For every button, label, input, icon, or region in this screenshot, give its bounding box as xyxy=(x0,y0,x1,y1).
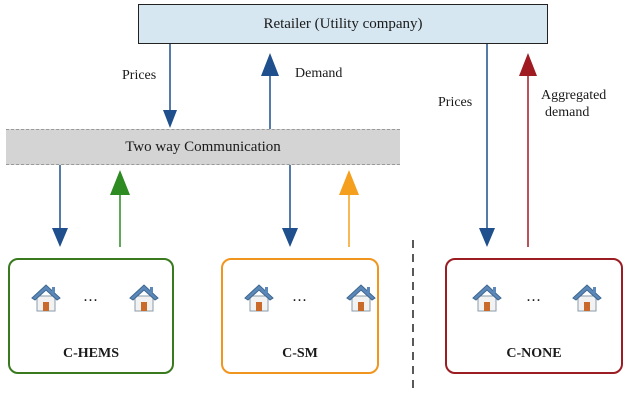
group-c-hems: ... C-HEMS xyxy=(8,258,174,374)
ellipsis: ... xyxy=(83,288,99,305)
aggregated-demand-label-line1: Aggregated xyxy=(541,88,607,103)
retailer-box: Retailer (Utility company) xyxy=(138,4,548,44)
prices-down-arrow-right xyxy=(479,44,495,247)
ellipsis: ... xyxy=(292,288,308,305)
group-name: C-SM xyxy=(282,346,318,361)
house-icon xyxy=(346,284,376,312)
aggregated-demand-up-arrow xyxy=(519,53,537,247)
prices-label-left: Prices xyxy=(122,68,157,83)
house-icon xyxy=(244,284,274,312)
aggregated-demand-label-line2: demand xyxy=(545,105,590,120)
group-name: C-HEMS xyxy=(63,346,119,361)
prices-down-arrow-left xyxy=(163,44,177,128)
house-icon xyxy=(572,284,602,312)
sm-up-arrow xyxy=(339,170,359,247)
house-icon xyxy=(31,284,61,312)
communication-bar: Two way Communication xyxy=(6,129,400,165)
group-c-none: ... C-NONE xyxy=(445,258,623,374)
sm-down-arrow xyxy=(282,165,298,247)
house-icon xyxy=(472,284,502,312)
retailer-label: Retailer (Utility company) xyxy=(263,15,423,32)
hems-up-arrow xyxy=(110,170,130,247)
demand-up-arrow xyxy=(261,53,279,129)
group-c-sm: ... C-SM xyxy=(221,258,379,374)
prices-label-right: Prices xyxy=(438,95,473,110)
communication-label: Two way Communication xyxy=(125,138,281,155)
demand-label: Demand xyxy=(295,66,343,81)
house-icon xyxy=(129,284,159,312)
hems-down-arrow xyxy=(52,165,68,247)
group-name: C-NONE xyxy=(506,346,562,361)
ellipsis: ... xyxy=(526,288,542,305)
